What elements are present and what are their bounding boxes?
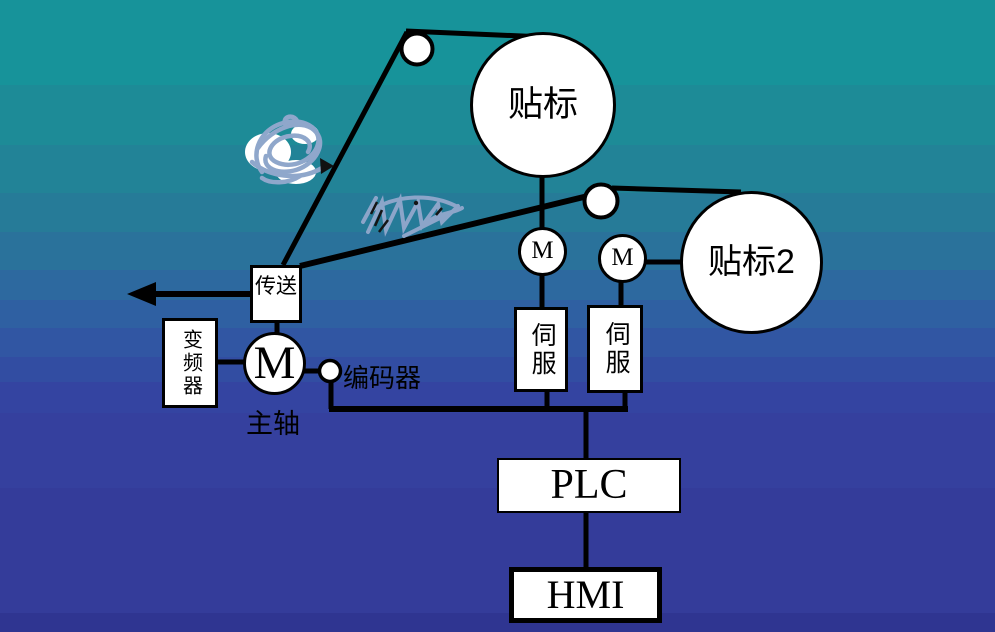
hmi-box: HMI: [509, 567, 662, 623]
conveyor-output-arrow: [127, 282, 252, 306]
scribble-1-dark-mark: [320, 158, 334, 174]
encoder-text-label: 编码器: [343, 364, 422, 393]
roller-labeler-2-label: 贴标2: [708, 242, 795, 281]
conveyor-box: 传送: [250, 265, 302, 323]
spindle-motor: M: [243, 332, 306, 395]
servo-motor-1-label: M: [531, 237, 554, 265]
conveyor-box-label: 传送: [255, 275, 297, 298]
servo-drive-2-label: 伺服: [602, 321, 630, 377]
plc-box: PLC: [497, 458, 681, 513]
servo-drive-1-box: 伺服: [514, 307, 568, 392]
roller-labeler-2: 贴标2: [680, 191, 823, 334]
roller-labeler-1-label: 贴标: [507, 84, 578, 124]
scribble-2-strokes: [361, 193, 464, 238]
pulley-1: [399, 31, 435, 67]
servo-motor-2: M: [598, 234, 647, 283]
belt-line-to-conveyor: [280, 30, 410, 267]
inverter-box-label: 变频器: [179, 328, 202, 398]
encoder-dot: [317, 358, 343, 384]
scribble-1: [245, 114, 334, 185]
plc-box-label: PLC: [550, 462, 628, 509]
servo-drive-2-box: 伺服: [587, 305, 643, 393]
scribble-2-dot: [413, 200, 419, 206]
arrow-head: [127, 282, 156, 306]
scribble-2-dark-marks: [369, 201, 443, 233]
inverter-box: 变频器: [162, 318, 218, 408]
hmi-box-label: HMI: [546, 572, 625, 617]
scribble-1-strokes: [249, 114, 325, 185]
scribble-2: [361, 193, 464, 238]
servo-motor-2-label: M: [611, 244, 634, 272]
spindle-text-label: 主轴: [246, 409, 300, 439]
pulley-2: [582, 182, 620, 220]
servo-motor-1: M: [518, 227, 567, 276]
servo-drive-1-label: 伺服: [528, 321, 556, 378]
roller-labeler-1: 贴标: [470, 32, 616, 178]
belt-line-pulley2-to-roller2: [611, 185, 742, 195]
spindle-motor-label: M: [253, 336, 296, 389]
